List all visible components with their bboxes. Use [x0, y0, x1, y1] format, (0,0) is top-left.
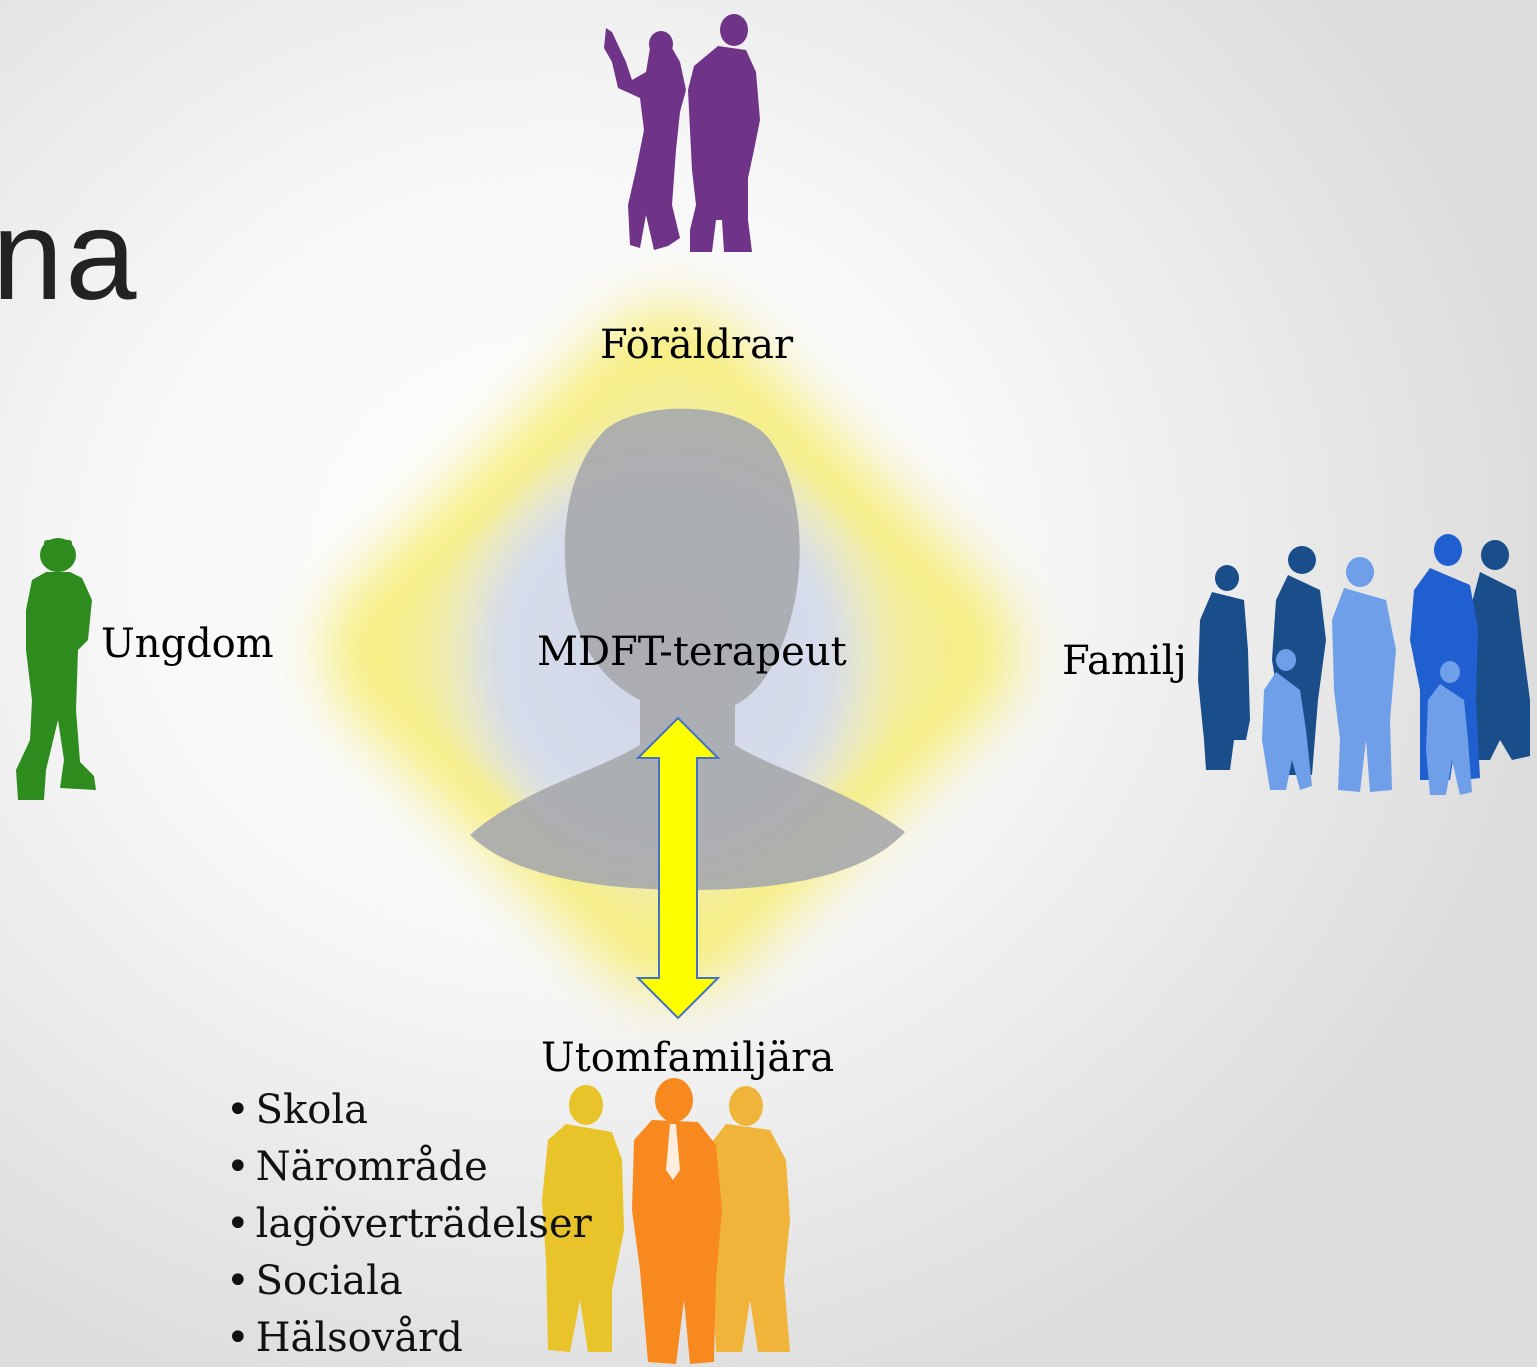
- list-item-label: Sociala: [255, 1258, 403, 1304]
- bullet-marker: •: [226, 1144, 250, 1190]
- external-items-list: •Skola •Närområde •lagöverträdelser •Soc…: [226, 1082, 592, 1367]
- node-label-parents: Föräldrar: [600, 322, 794, 368]
- node-label-family: Familj: [1062, 638, 1187, 684]
- list-item-label: Hälsovård: [255, 1315, 463, 1361]
- center-label-therapist: MDFT-terapeut: [537, 629, 847, 675]
- person-silhouette-icon: [470, 408, 905, 890]
- list-item: •Närområde: [226, 1139, 592, 1196]
- tie-icon: [666, 1124, 680, 1180]
- double-arrow-icon: [635, 716, 721, 1020]
- bullet-marker: •: [226, 1087, 250, 1133]
- parents-silhouette-icon: [604, 14, 760, 252]
- list-item: •Sociala: [226, 1253, 592, 1310]
- bullet-marker: •: [226, 1315, 250, 1361]
- list-item-label: Närområde: [255, 1144, 488, 1190]
- node-label-external: Utomfamiljära: [541, 1035, 835, 1081]
- list-item-label: lagöverträdelser: [255, 1201, 592, 1247]
- list-item: •Hälsovård: [226, 1310, 592, 1367]
- youth-silhouette-icon: [16, 538, 96, 800]
- list-item: •Skola: [226, 1082, 592, 1139]
- list-item: •lagöverträdelser: [226, 1196, 592, 1253]
- list-item-label: Skola: [255, 1087, 368, 1133]
- node-label-youth: Ungdom: [101, 621, 274, 667]
- family-silhouette-icon: [1198, 534, 1530, 795]
- bullet-marker: •: [226, 1258, 250, 1304]
- people-silhouette-icon: [542, 1078, 790, 1364]
- bullet-marker: •: [226, 1201, 250, 1247]
- slide-title-fragment: na: [0, 184, 139, 327]
